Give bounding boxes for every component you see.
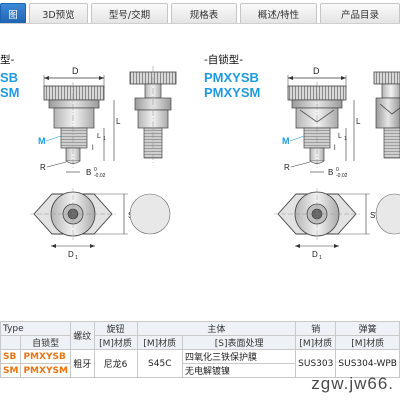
header-self-lock: 自锁型	[20, 335, 71, 350]
tab-overview[interactable]: 概述/特性	[240, 3, 317, 23]
table-row: SB PMXYSB 粗牙 尼龙6 S45C 四氧化三铁保护膜 SUS303 SU…	[0, 349, 400, 378]
dim-B-right: B	[328, 168, 333, 177]
header-body: 主体	[136, 321, 297, 336]
dim-L-right: L	[356, 117, 361, 126]
spring-material-value: SUS304-WPB	[335, 349, 400, 378]
header-body-surface: [S]表面处理	[182, 335, 297, 350]
technical-drawing: D L L 1 l M R B 0 -0.02	[30, 66, 400, 261]
header-knob: 旋钮	[93, 321, 138, 336]
left-pulled-view	[129, 66, 177, 164]
tab-drawing[interactable]: 图	[0, 3, 26, 23]
dim-l-right: l	[334, 145, 336, 152]
table-header-row-2: 自锁型 [M]材质 [M]材质 [S]表面处理 [M]材质 [M]材质	[0, 335, 400, 350]
svg-text:0: 0	[336, 167, 339, 173]
svg-text:1: 1	[75, 255, 78, 261]
spec-table: Type 螺纹 旋钮 主体 销 弹簧 自锁型 [M]材质 [M]材质 [S]表面…	[0, 321, 400, 378]
header-type: Type	[0, 321, 71, 336]
dim-B-left: B	[86, 168, 91, 177]
label-R-left: R	[40, 163, 46, 172]
table-header-row-1: Type 螺纹 旋钮 主体 销 弹簧	[0, 321, 400, 350]
header-knob-material: [M]材质	[93, 335, 138, 350]
right-pulled-view	[373, 71, 400, 159]
pin-material-value: SUS303	[295, 349, 337, 378]
svg-text:-0.02: -0.02	[94, 173, 106, 179]
tab-bar: 图 3D预览 型号/交期 规格表 概述/特性 产品目录	[0, 0, 400, 24]
watermark: zgw.jw66.	[311, 374, 394, 393]
type-left-2[interactable]: SM	[0, 363, 22, 378]
dim-D-left: D	[72, 66, 79, 76]
left-hex-view: SW D 1	[30, 188, 171, 261]
thread-value: 粗牙	[69, 349, 95, 378]
tab-model-delivery[interactable]: 型号/交期	[91, 3, 168, 23]
header-thread: 螺纹	[69, 321, 95, 350]
left-section-title: 型-	[0, 54, 15, 66]
svg-text:0: 0	[94, 167, 97, 173]
table-row: SM PMXYSM 无电解镀镍	[0, 363, 400, 378]
right-section-title: -自锁型-	[204, 54, 244, 66]
type-right-1[interactable]: PMXYSB	[20, 349, 71, 364]
header-body-material: [M]材质	[136, 335, 184, 350]
right-side-view: D L L 1 l M R B 0 -0.02	[282, 66, 361, 179]
right-model-2: PMXYSM	[204, 85, 261, 100]
label-M-left: M	[38, 136, 46, 146]
type-left-1[interactable]: SB	[0, 349, 22, 364]
left-model-1: SB	[0, 70, 19, 85]
svg-text:1: 1	[319, 255, 322, 261]
dim-L-left: L	[116, 117, 121, 126]
header-pin: 销	[295, 321, 337, 336]
dim-l-left: l	[92, 145, 94, 152]
right-model-1: PMXYSB	[204, 70, 259, 85]
body-material-value: S45C	[136, 349, 184, 378]
label-M-right: M	[282, 136, 290, 146]
left-side-view: D L L 1 l M R B 0 -0.02	[38, 66, 121, 179]
header-pin-material: [M]材质	[295, 335, 337, 350]
dim-L1-right: L	[338, 133, 342, 140]
left-model-2: SM	[0, 85, 20, 100]
header-spring: 弹簧	[335, 321, 400, 336]
type-right-2[interactable]: PMXYSM	[20, 363, 71, 378]
svg-text:1: 1	[344, 136, 347, 142]
tab-3d-preview[interactable]: 3D预览	[29, 3, 88, 23]
dim-D1-right: D	[312, 250, 318, 259]
label-R-right: R	[284, 163, 290, 172]
dim-D1-left: D	[68, 250, 74, 259]
right-hex-view: SW D 1	[274, 188, 400, 261]
dim-L1-left: L	[97, 133, 101, 140]
knob-material-value: 尼龙6	[93, 349, 138, 378]
header-spring-material: [M]材质	[335, 335, 400, 350]
body-surface-value-1: 四氧化三铁保护膜	[182, 349, 297, 364]
svg-text:1: 1	[103, 136, 106, 142]
body-surface-value-2: 无电解镀镍	[182, 363, 297, 378]
tab-spec-table[interactable]: 规格表	[171, 3, 237, 23]
dim-D-right: D	[313, 66, 320, 76]
svg-text:-0.02: -0.02	[336, 173, 348, 179]
